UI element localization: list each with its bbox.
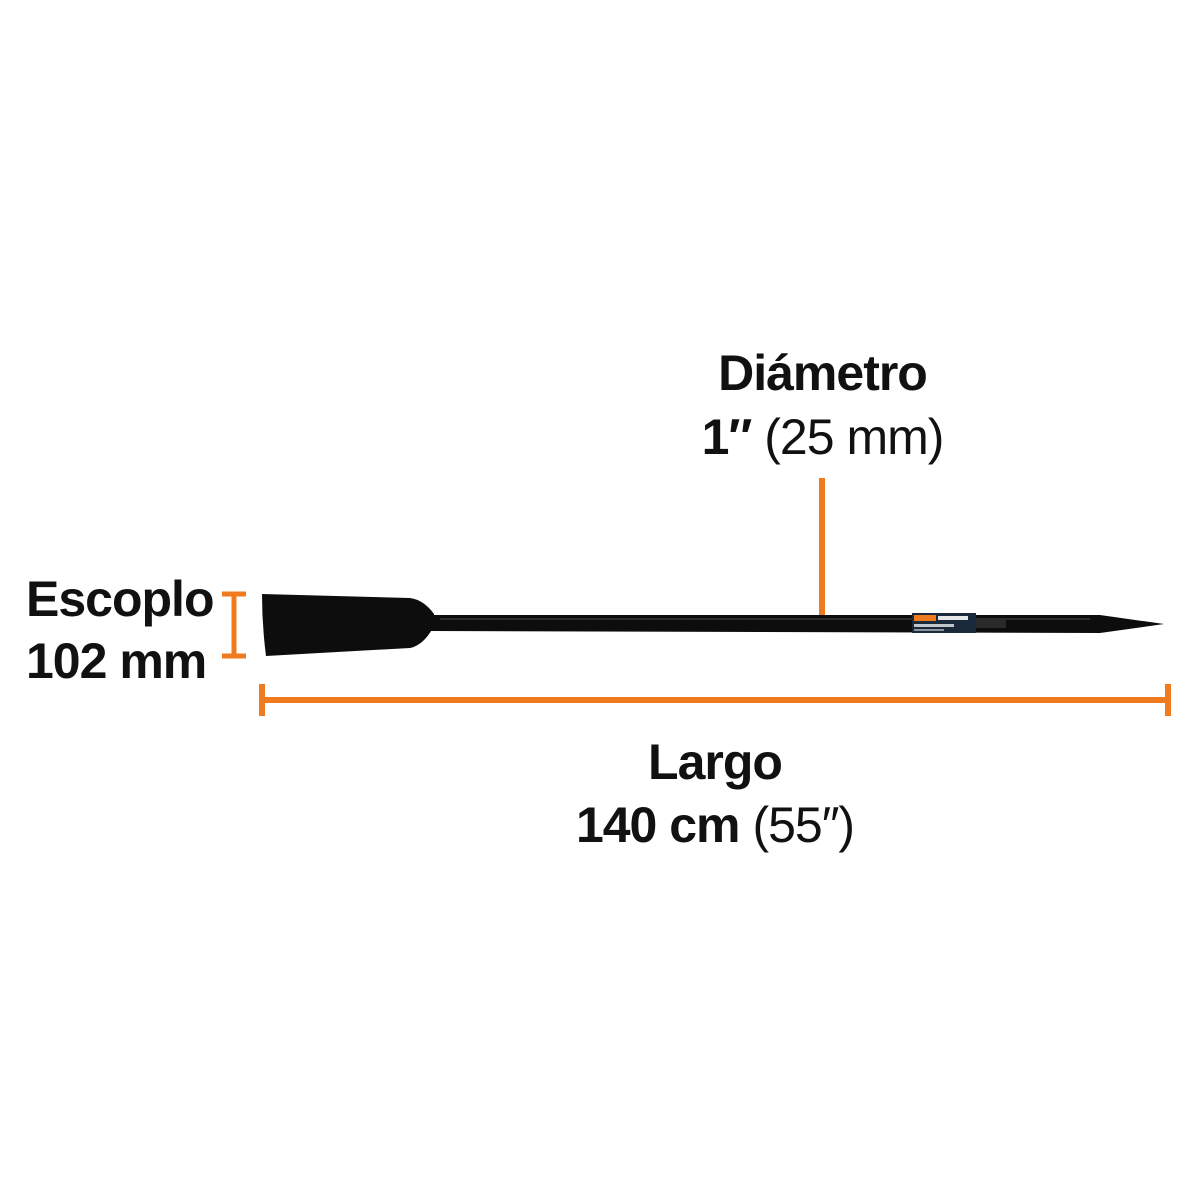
chisel-value: 102 mm [26,633,207,689]
chisel-blade [262,594,434,656]
truper-logo-icon [914,615,936,621]
chisel-title: Escoplo [26,571,214,627]
diameter-value: 1″ (25 mm) [0,408,1200,466]
length-title: Largo [648,734,783,790]
length-value: 140 cm (55″) [0,796,1200,854]
diameter-value-imperial: 1″ [701,409,753,465]
length-value-metric: 140 cm [575,797,741,853]
diameter-value-metric: (25 mm) [764,409,944,465]
shaft-marking [976,620,1006,628]
tool-shaft [430,615,1164,633]
length-value-imperial: (55″) [752,797,855,853]
length-dimension-line [259,684,1171,716]
product-sticker [912,613,976,633]
diameter-title: Diámetro [718,345,928,401]
bar-tool [262,594,1164,656]
chisel-width-bracket [222,591,246,659]
